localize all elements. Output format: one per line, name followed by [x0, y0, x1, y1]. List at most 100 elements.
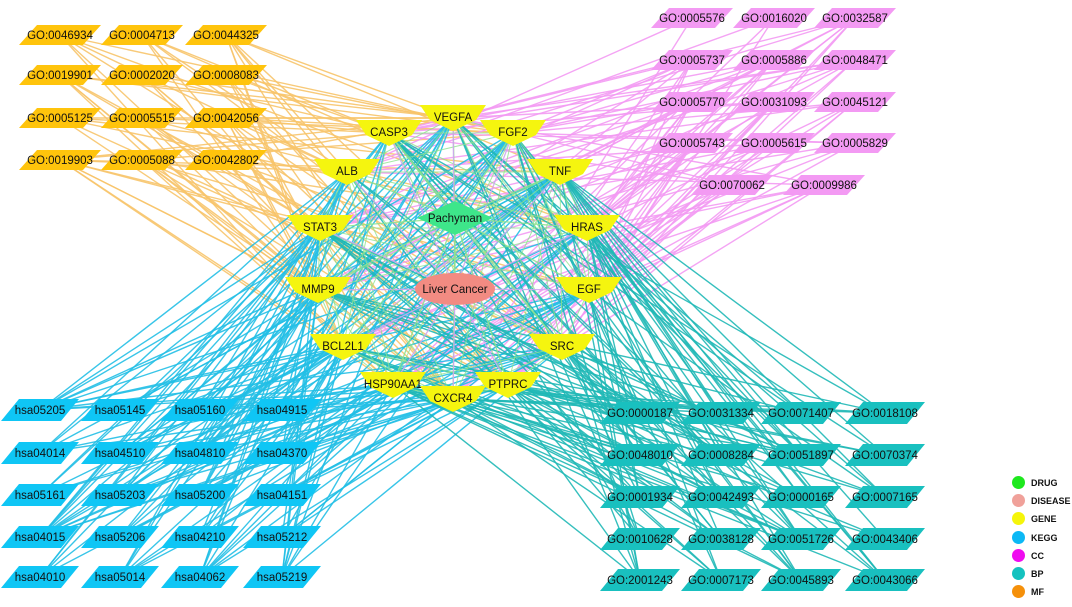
bp-node-label: GO:0007165 [852, 492, 918, 504]
mf-node-shape [19, 150, 101, 170]
gene-node-label: EGF [577, 284, 601, 296]
kegg-node: hsa05206 [81, 526, 159, 548]
cc-node-label: GO:0005615 [741, 138, 807, 150]
gene-node-shape [310, 334, 376, 360]
bp-node-shape [845, 444, 925, 466]
kegg-node-label: hsa05160 [175, 405, 226, 417]
drug-node: Pachyman [417, 201, 493, 235]
kegg-node-shape [161, 442, 239, 464]
bp-node-shape [681, 402, 761, 424]
gene-node: PTPRC [475, 372, 541, 398]
cc-node-shape [733, 50, 815, 70]
bp-node: GO:0007165 [845, 486, 925, 508]
cc-node-shape [691, 175, 773, 195]
bp-node: GO:0051897 [761, 444, 841, 466]
gene-node: CXCR4 [420, 386, 486, 412]
kegg-node: hsa05145 [81, 399, 159, 421]
cc-edge [319, 142, 856, 229]
mf-node-label: GO:0004713 [109, 30, 175, 42]
legend-item-mf: MF [1012, 585, 1044, 598]
bp-edge [561, 346, 641, 456]
disease-gene-edge [388, 132, 456, 290]
bp-node-shape [845, 402, 925, 424]
mf-node-shape [185, 150, 267, 170]
mf-node-shape [19, 25, 101, 45]
mf-edge [59, 74, 321, 229]
cc-node: GO:0070062 [691, 175, 773, 195]
mf-edge [141, 74, 390, 134]
mf-node-shape [101, 25, 183, 45]
kegg-edge [39, 289, 319, 411]
kegg-edge [199, 117, 454, 538]
gene-gene-edge [317, 289, 454, 400]
mf-node: GO:0044325 [185, 25, 267, 45]
bp-edge [559, 171, 641, 581]
kegg-node-label: hsa04014 [15, 448, 66, 460]
drug-gene-edge [392, 217, 456, 386]
legend-label: BP [1031, 568, 1044, 579]
cc-node: GO:0045121 [814, 92, 896, 112]
bp-node: GO:0031334 [681, 402, 761, 424]
kegg-edge [39, 289, 319, 578]
cc-node-shape [733, 92, 815, 112]
cc-node: GO:0032587 [814, 8, 896, 28]
cc-node-label: GO:0005737 [659, 55, 725, 67]
kegg-node-label: hsa04370 [257, 448, 308, 460]
gene-node-shape [285, 277, 351, 303]
bp-node-shape [681, 486, 761, 508]
bp-node: GO:0048010 [600, 444, 680, 466]
mf-node: GO:0004713 [101, 25, 183, 45]
kegg-node-label: hsa05219 [257, 572, 308, 584]
gene-node-shape [529, 334, 595, 360]
bp-node-shape [845, 528, 925, 550]
mf-node: GO:0005088 [101, 150, 183, 170]
cc-edge [588, 142, 856, 291]
kegg-node: hsa05203 [81, 484, 159, 506]
gene-node-shape [287, 215, 353, 241]
mf-node-label: GO:0005515 [109, 113, 175, 125]
gene-gene-edge [512, 132, 590, 291]
mf-node-shape [185, 108, 267, 128]
kegg-node: hsa04915 [243, 399, 321, 421]
kegg-node-shape [161, 526, 239, 548]
cc-node-shape [814, 92, 896, 112]
kegg-edge [199, 227, 588, 578]
kegg-node-label: hsa04062 [175, 572, 226, 584]
gene-node: CASP3 [356, 120, 422, 146]
gene-gene-edge [346, 171, 454, 400]
cc-node-label: GO:0005770 [659, 97, 725, 109]
bp-node-shape [761, 486, 841, 508]
kegg-node-label: hsa04915 [257, 405, 308, 417]
gene-node: TNF [527, 159, 593, 185]
mf-edge [141, 34, 348, 173]
legend-label: GENE [1031, 513, 1057, 524]
kegg-node-shape [161, 399, 239, 421]
bp-node: GO:0008284 [681, 444, 761, 466]
bp-edge [319, 227, 722, 581]
mf-node: GO:0046934 [19, 25, 101, 45]
legend-item-kegg: KEGG [1012, 531, 1058, 544]
cc-edge [586, 101, 775, 229]
cc-node: GO:0048471 [814, 50, 896, 70]
gene-node-shape [475, 372, 541, 398]
gene-node-shape [314, 159, 380, 185]
bp-node-shape [600, 402, 680, 424]
bp-node: GO:0045893 [761, 569, 841, 591]
kegg-edge [119, 227, 321, 496]
disease-gene-edge [454, 288, 509, 386]
gene-node-shape [360, 372, 426, 398]
bp-edge [388, 132, 802, 540]
kegg-node: hsa05219 [243, 566, 321, 588]
bp-node-label: GO:0043066 [852, 575, 918, 587]
bp-node-label: GO:0043406 [852, 534, 918, 546]
gene-gene-edge [452, 117, 563, 348]
mf-node: GO:0002020 [101, 65, 183, 85]
gene-gene-edge [559, 171, 563, 348]
kegg-edge [39, 398, 454, 538]
gene-node-label: ALB [336, 166, 358, 178]
legend-label: CC [1031, 550, 1044, 561]
gene-node-shape [556, 277, 622, 303]
gene-node-label: HSP90AA1 [364, 379, 422, 391]
kegg-edge [39, 171, 561, 538]
kegg-edge [39, 171, 348, 538]
